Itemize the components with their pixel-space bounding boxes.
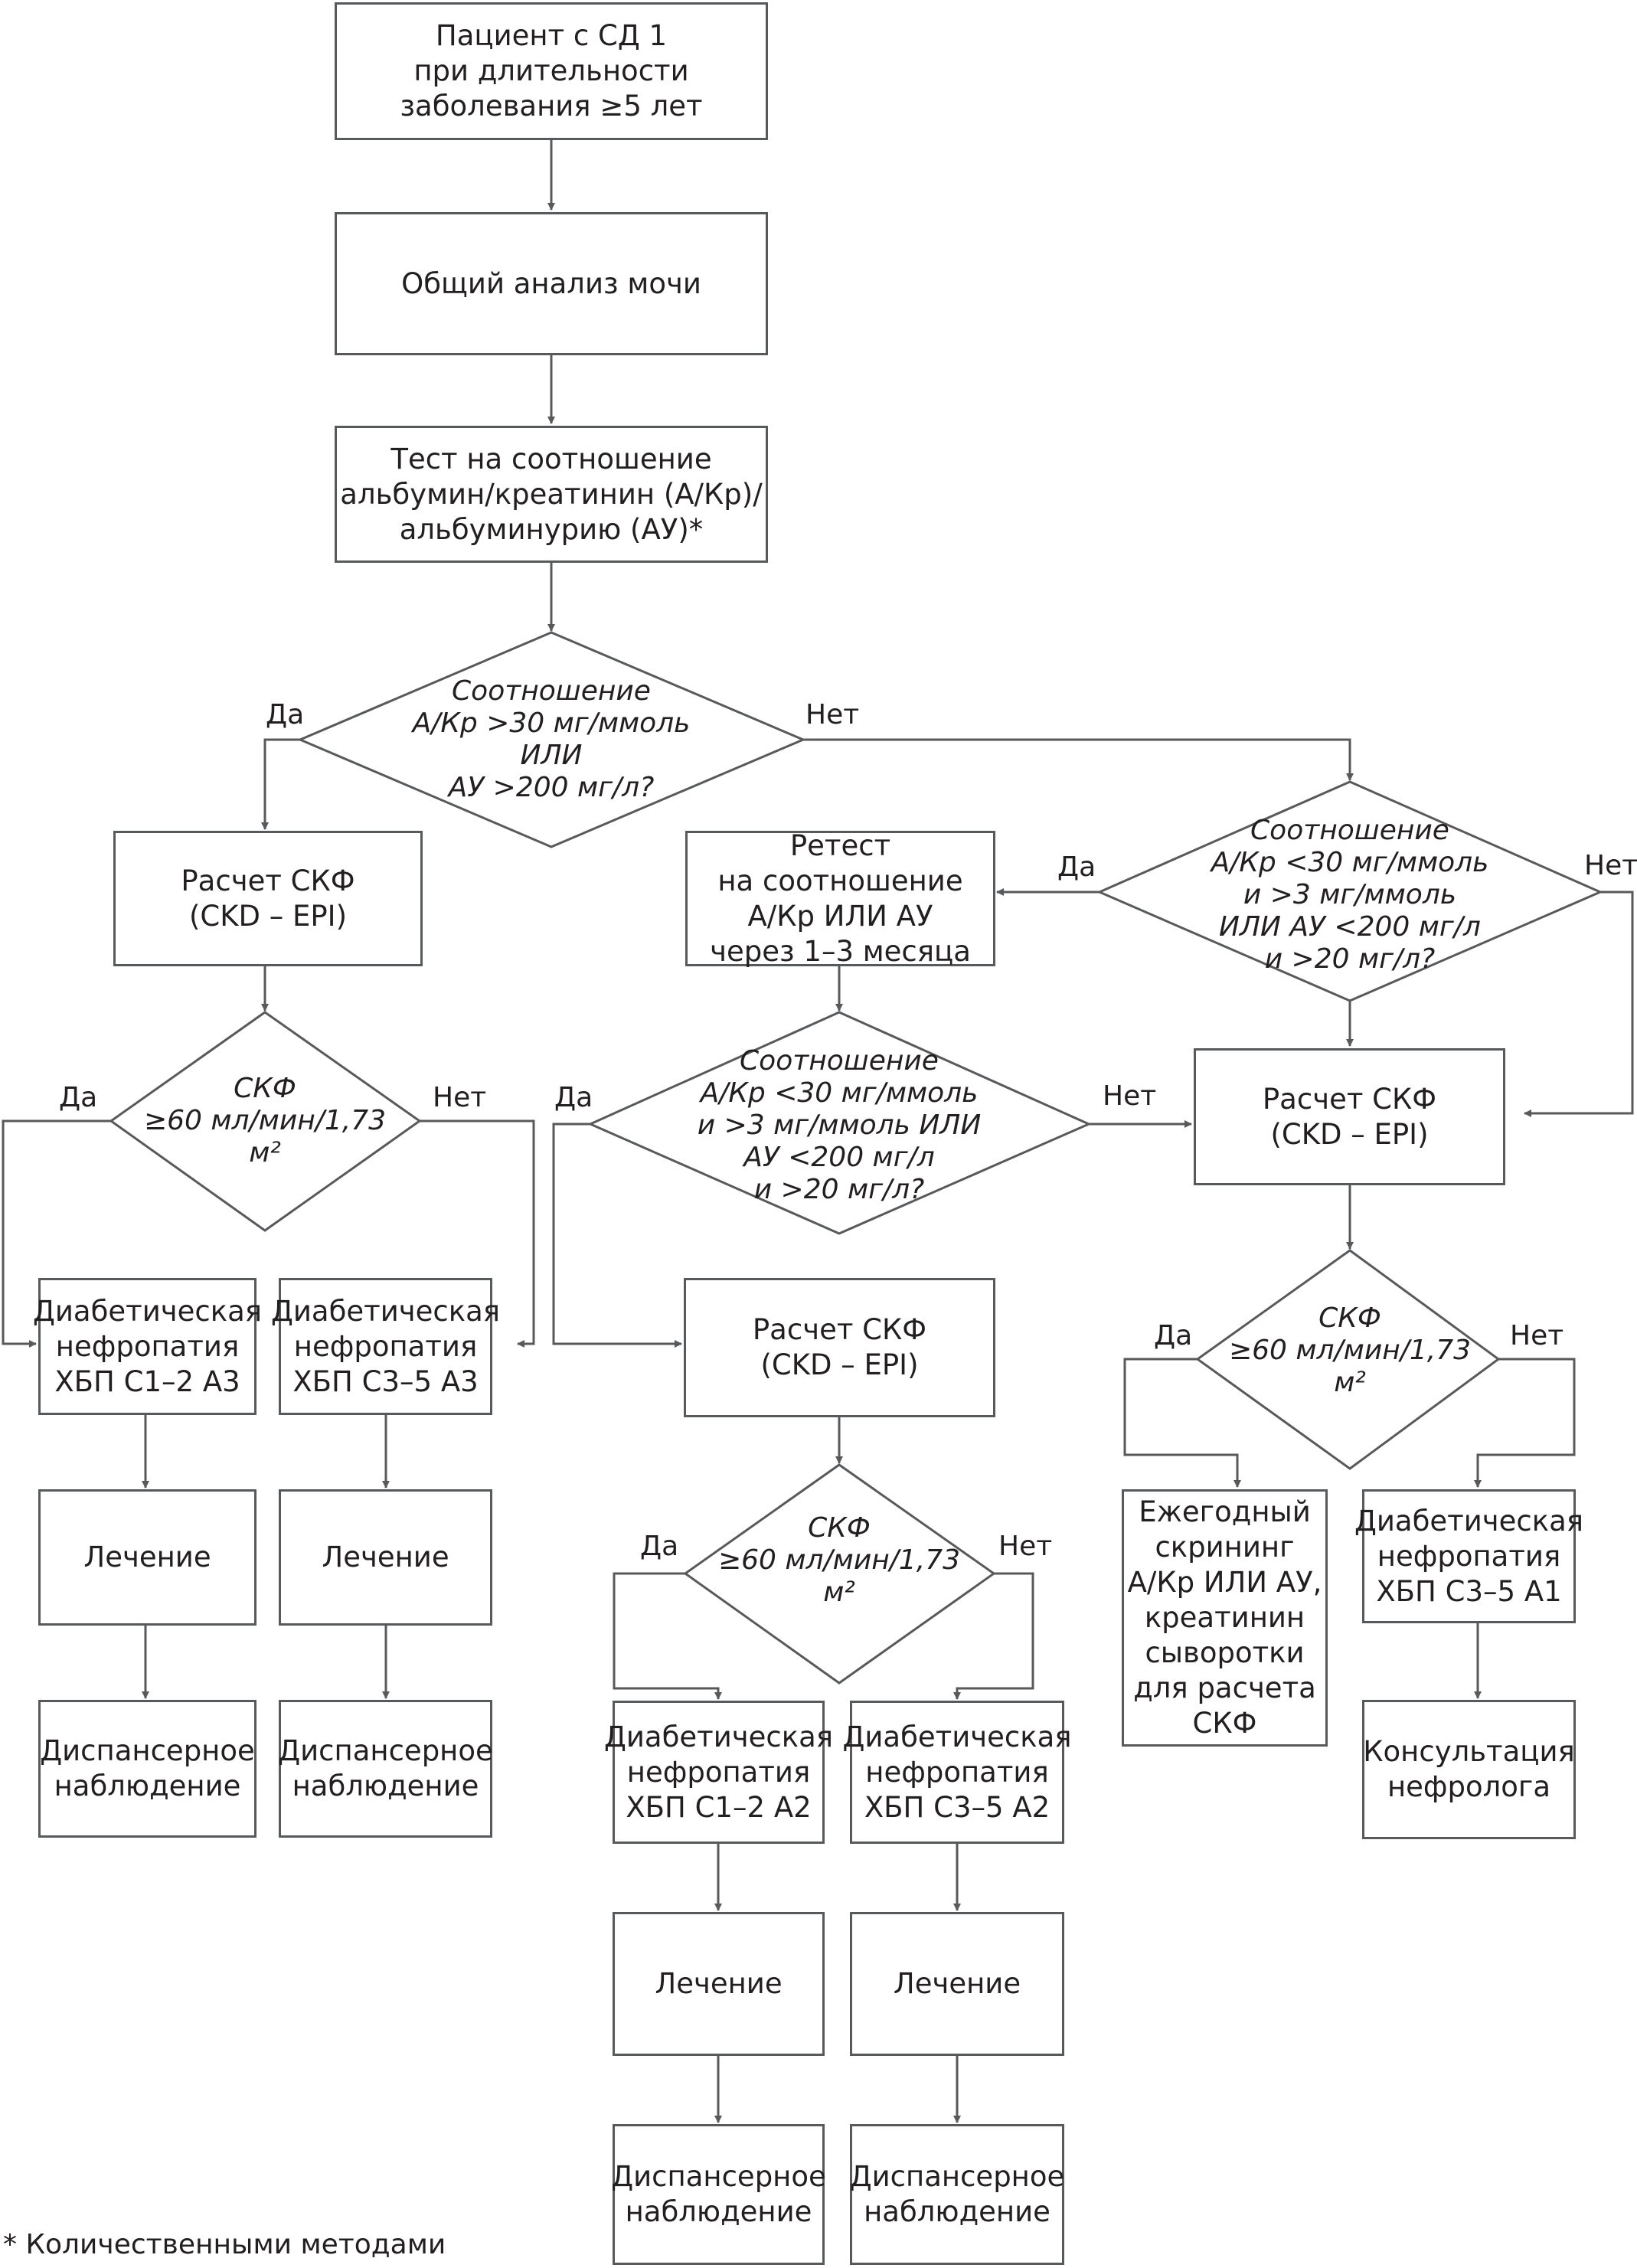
treatment-box-4: Лечение xyxy=(850,1912,1064,2056)
nephropathy-c35-a3-text: Диабетическая нефропатия ХБП С3–5 А3 xyxy=(270,1294,501,1398)
urine-test-box: Общий анализ мочи xyxy=(335,212,768,355)
d1-yes-label: Да xyxy=(266,699,305,730)
decision-gfr-right-shape xyxy=(1195,1249,1501,1470)
decision-albuminuria-shape xyxy=(297,631,806,848)
d2-no-label: Нет xyxy=(1584,850,1637,881)
nephropathy-c35-a3-box: Диабетическая нефропатия ХБП С3–5 А3 xyxy=(271,1278,500,1415)
start-box: Пациент с СД 1 при длительности заболева… xyxy=(335,2,768,140)
treatment-text-1: Лечение xyxy=(83,1541,211,1574)
nephropathy-c35-a1-text: Диабетическая нефропатия ХБП С3–5 А1 xyxy=(1354,1504,1584,1608)
decision-albuminuria-text: Соотношение А/Кр >30 мг/ммоль ИЛИ АУ >20… xyxy=(412,675,691,803)
decision-gfr-mid-text: СКФ ≥60 мл/мин/1,73 м² xyxy=(717,1512,961,1608)
decision-gfr-left-shape xyxy=(109,1011,422,1232)
gfr-calc-mid-text: Расчет СКФ (CKD – EPI) xyxy=(752,1313,927,1381)
nephropathy-c12-a2-text: Диабетическая нефропатия ХБП С1–2 А2 xyxy=(603,1720,834,1824)
gfr-mid-yes-label: Да xyxy=(640,1531,679,1562)
decision-retest-shape xyxy=(587,1011,1092,1235)
nephrologist-consult-box: Консультация нефролога xyxy=(1362,1700,1576,1839)
annual-screening-text: Ежегодный скрининг А/Кр ИЛИ АУ, креатини… xyxy=(1127,1495,1322,1740)
nephropathy-c12-a3-text: Диабетическая нефропатия ХБП С1–2 А3 xyxy=(32,1294,263,1398)
treatment-box-1: Лечение xyxy=(38,1489,256,1626)
decision-gfr-left-text: СКФ ≥60 мл/мин/1,73 м² xyxy=(143,1073,387,1168)
nephrologist-consult-text: Консультация нефролога xyxy=(1363,1735,1575,1803)
gfr-calc-left-box: Расчет СКФ (CKD – EPI) xyxy=(113,831,423,966)
nephropathy-c12-a2-box: Диабетическая нефропатия ХБП С1–2 А2 xyxy=(604,1701,833,1844)
gfr-left-no-label: Нет xyxy=(433,1082,487,1113)
gfr-calc-left-text: Расчет СКФ (CKD – EPI) xyxy=(181,864,355,933)
observation-box-1: Диспансерное наблюдение xyxy=(38,1700,256,1838)
acr-test-text: Тест на соотношение альбумин/креатинин (… xyxy=(340,442,763,546)
treatment-text-4: Лечение xyxy=(893,1967,1021,2000)
treatment-box-2: Лечение xyxy=(279,1489,492,1626)
observation-text-3: Диспансерное наблюдение xyxy=(611,2160,826,2228)
gfr-calc-right-box: Расчет СКФ (CKD – EPI) xyxy=(1194,1048,1505,1185)
decision-gfr-right-text: СКФ ≥60 мл/мин/1,73 м² xyxy=(1228,1302,1472,1398)
observation-text-2: Диспансерное наблюдение xyxy=(278,1734,493,1802)
retest-box: Ретест на соотношение А/Кр ИЛИ АУ через … xyxy=(685,828,995,968)
treatment-text-3: Лечение xyxy=(655,1967,783,2000)
observation-text-1: Диспансерное наблюдение xyxy=(40,1734,255,1802)
gfr-calc-right-text: Расчет СКФ (CKD – EPI) xyxy=(1262,1082,1437,1151)
retest-no-label: Нет xyxy=(1103,1080,1157,1112)
urine-test-text: Общий анализ мочи xyxy=(401,266,701,300)
d2-yes-label: Да xyxy=(1057,851,1096,883)
start-text: Пациент с СД 1 при длительности заболева… xyxy=(400,19,703,123)
nephropathy-c35-a1-box: Диабетическая нефропатия ХБП С3–5 А1 xyxy=(1354,1489,1583,1623)
footnote: * Количественными методами xyxy=(3,2229,446,2260)
nephropathy-c35-a2-box: Диабетическая нефропатия ХБП С3–5 А2 xyxy=(842,1701,1072,1844)
observation-text-4: Диспансерное наблюдение xyxy=(849,2160,1065,2228)
treatment-text-2: Лечение xyxy=(322,1541,449,1574)
retest-text: Ретест на соотношение А/Кр ИЛИ АУ через … xyxy=(710,828,971,968)
gfr-left-yes-label: Да xyxy=(59,1082,98,1113)
gfr-right-no-label: Нет xyxy=(1510,1320,1564,1351)
treatment-box-3: Лечение xyxy=(613,1912,825,2056)
decision-moderate-albuminuria-text: Соотношение А/Кр <30 мг/ммоль и >3 мг/мм… xyxy=(1211,815,1489,975)
annual-screening-box: Ежегодный скрининг А/Кр ИЛИ АУ, креатини… xyxy=(1122,1489,1328,1747)
gfr-right-yes-label: Да xyxy=(1154,1320,1193,1351)
observation-box-3: Диспансерное наблюдение xyxy=(611,2124,826,2265)
decision-gfr-mid-shape xyxy=(683,1463,996,1685)
gfr-calc-mid-box: Расчет СКФ (CKD – EPI) xyxy=(684,1278,995,1417)
observation-box-4: Диспансерное наблюдение xyxy=(850,2124,1064,2265)
gfr-mid-no-label: Нет xyxy=(998,1531,1053,1562)
acr-test-box: Тест на соотношение альбумин/креатинин (… xyxy=(335,426,768,563)
nephropathy-c12-a3-box: Диабетическая нефропатия ХБП С1–2 А3 xyxy=(33,1278,262,1415)
observation-box-2: Диспансерное наблюдение xyxy=(278,1700,493,1838)
d1-no-label: Нет xyxy=(805,699,860,730)
retest-yes-label: Да xyxy=(554,1082,593,1113)
decision-retest-text: Соотношение А/Кр <30 мг/ммоль и >3 мг/мм… xyxy=(697,1045,982,1205)
nephropathy-c35-a2-text: Диабетическая нефропатия ХБП С3–5 А2 xyxy=(842,1720,1072,1824)
